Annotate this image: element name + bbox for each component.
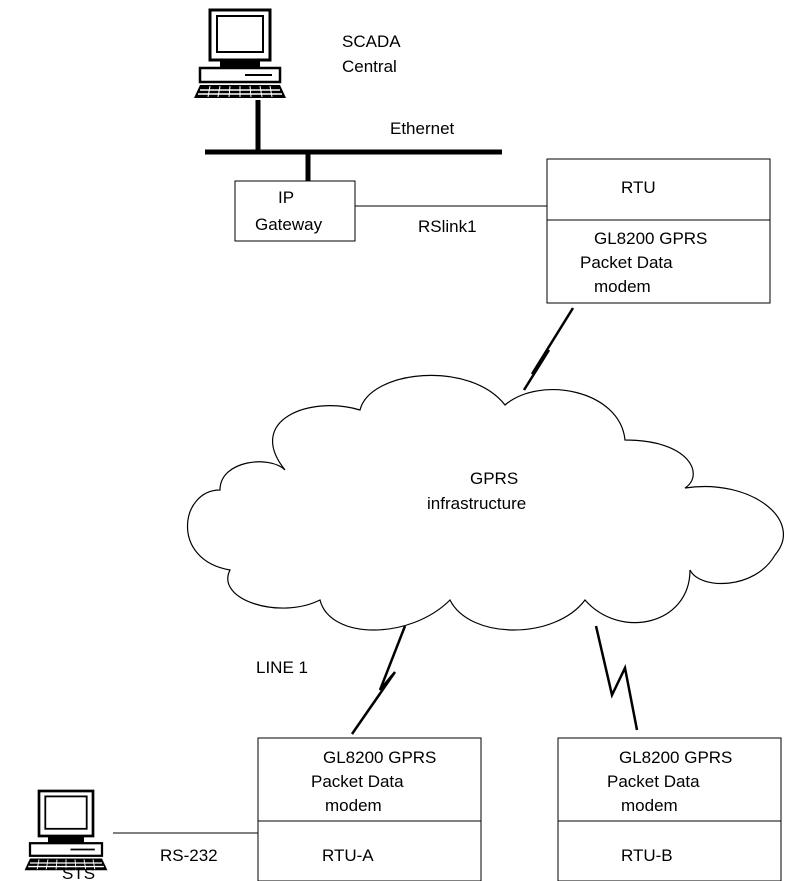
- gprs-cloud-icon: [186, 374, 784, 631]
- rtu-b-title: RTU-B: [621, 846, 673, 865]
- line1-label: LINE 1: [256, 658, 308, 677]
- rtu-a-title: RTU-A: [322, 846, 374, 865]
- ethernet-label: Ethernet: [390, 119, 455, 138]
- rtu-b-modem-line2: Packet Data: [607, 772, 700, 791]
- rs232-label: RS-232: [160, 846, 218, 865]
- rtu-b-wireless-link-icon: [594, 625, 639, 731]
- gprs-cloud-label-line2: infrastructure: [427, 494, 526, 513]
- rslink1-label: RSlink1: [418, 217, 477, 236]
- sts-label: STS: [62, 864, 95, 881]
- rtu-b-modem-line1: GL8200 GPRS: [619, 748, 732, 767]
- rtu-top-modem-line1: GL8200 GPRS: [594, 229, 707, 248]
- rtu-a-modem-line3: modem: [325, 796, 382, 815]
- rtu-b-box: [557, 737, 782, 881]
- ip-gateway-box: [234, 180, 356, 242]
- sts-computer-icon: [24, 789, 108, 871]
- rtu-top-modem-line2: Packet Data: [580, 253, 673, 272]
- scada-computer-icon: [194, 8, 286, 98]
- rtu-top-box: [546, 158, 771, 304]
- scada-central-subtitle: Central: [342, 57, 397, 76]
- rtu-a-modem-line1: GL8200 GPRS: [323, 748, 436, 767]
- ip-gateway-label-line2: Gateway: [255, 215, 323, 234]
- rtu-b-modem-line3: modem: [621, 796, 678, 815]
- rtu-top-modem-line3: modem: [594, 277, 651, 296]
- rtu-top-wireless-link-icon: [522, 307, 575, 391]
- rtu-a-modem-line2: Packet Data: [311, 772, 404, 791]
- ip-gateway-label-line1: IP: [278, 188, 294, 207]
- gprs-cloud-label-line1: GPRS: [470, 469, 518, 488]
- scada-central-title: SCADA: [342, 32, 401, 51]
- rtu-a-wireless-link-icon: [350, 625, 407, 735]
- rtu-top-title: RTU: [621, 178, 656, 197]
- rtu-a-box: [257, 737, 482, 881]
